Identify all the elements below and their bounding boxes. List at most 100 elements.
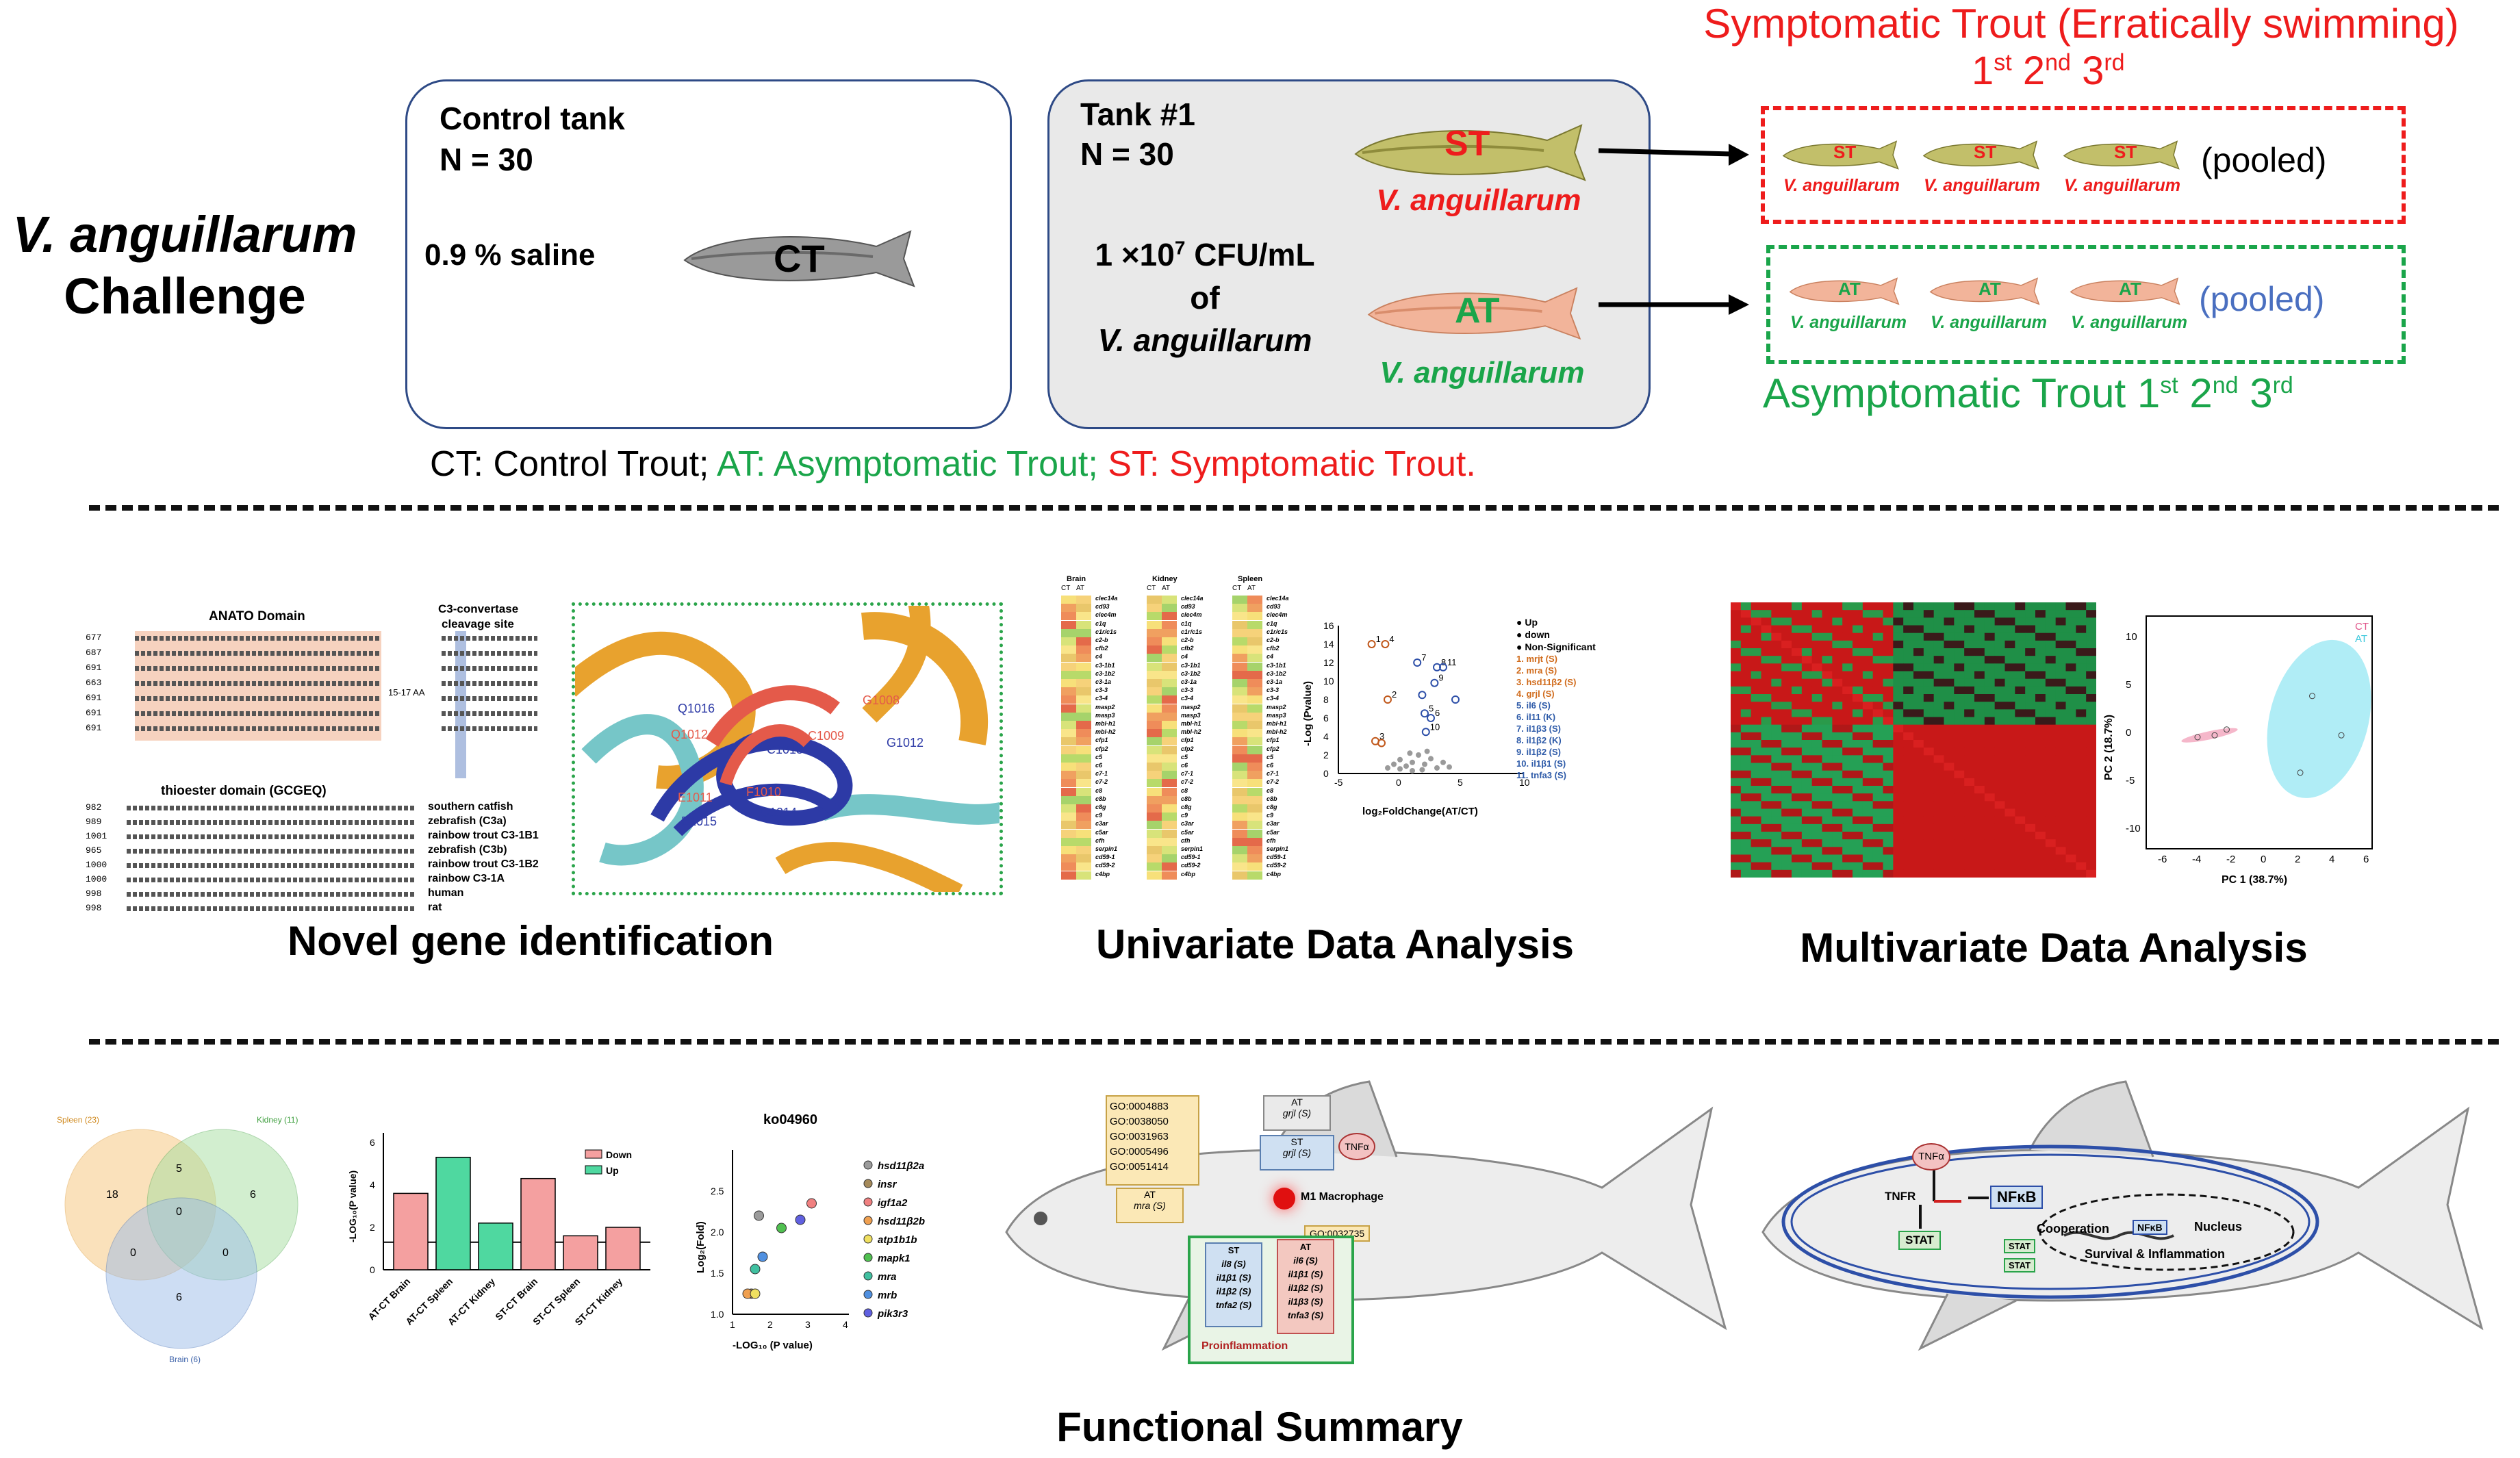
corr-cell [1751, 793, 1761, 802]
corr-cell [1893, 732, 1904, 741]
corr-cell [1964, 847, 1975, 855]
corr-cell [1801, 816, 1813, 825]
corr-cell [2045, 755, 2057, 763]
corr-cell [1842, 717, 1853, 726]
volcano-point-label: 1 [1376, 634, 1381, 644]
anato-seq-block [135, 681, 381, 686]
corr-cell [2045, 740, 2057, 748]
heatmap-cell [1247, 871, 1262, 880]
heatmap-gene-label: c3ar [1267, 820, 1280, 828]
heatmap-cell [1232, 679, 1247, 687]
heatmap-cell [1147, 604, 1162, 613]
corr-cell [1883, 724, 1894, 733]
corr-cell [1801, 686, 1813, 695]
bar [520, 1177, 556, 1270]
corr-cell [1933, 617, 1944, 626]
corr-cell [2055, 770, 2066, 779]
thio-seq-number: 1001 [86, 831, 107, 841]
st-fish-label: ST [1444, 124, 1490, 164]
corr-cell [1903, 625, 1914, 634]
corr-cell [2035, 755, 2046, 763]
corr-cell [1923, 808, 1935, 817]
corr-cell [2086, 602, 2096, 611]
corr-cell [1933, 862, 1944, 871]
at-grjl-label: AT [1291, 1097, 1303, 1108]
volcano-point-label: 6 [1435, 708, 1440, 718]
corr-cell [1761, 763, 1772, 771]
corr-cell [1893, 724, 1904, 733]
st-pool-fish-row: ST ST ST V. anguillarum V. anguillarum V… [1773, 133, 2198, 209]
corr-cell [1913, 839, 1924, 847]
corr-cell [1771, 786, 1782, 794]
species-label: zebrafish (C3a) [428, 815, 507, 827]
corr-cell [2065, 793, 2076, 802]
corr-cell [1853, 755, 1863, 763]
corr-cell [1923, 632, 1935, 641]
corr-cell [2025, 617, 2036, 626]
corr-cell [1923, 724, 1935, 733]
corr-cell [2004, 793, 2015, 802]
corr-cell [1761, 610, 1772, 618]
heatmap-cell [1247, 712, 1262, 721]
heatmap-cell [1147, 771, 1162, 780]
corr-cell [1872, 778, 1883, 786]
control-tank-title: Control tank [440, 101, 625, 136]
corr-cell [1731, 610, 1742, 618]
heatmap-cell [1232, 612, 1247, 621]
corr-cell [1954, 847, 1965, 855]
corr-cell [2045, 686, 2057, 695]
corr-cell [1872, 702, 1883, 710]
corr-cell [1923, 656, 1935, 664]
corr-cell [1883, 869, 1894, 878]
protein-structure-image [575, 606, 1000, 892]
corr-cell [1792, 763, 1803, 771]
corr-cell [1994, 816, 2005, 825]
corr-cell [2004, 724, 2015, 733]
corr-cell [1903, 869, 1914, 878]
corr-cell [2076, 702, 2087, 710]
corr-cell [1954, 862, 1965, 871]
corr-cell [1822, 839, 1833, 847]
tissue-col-label: AT [1247, 585, 1256, 592]
macrophage-dot [1273, 1188, 1295, 1210]
corr-cell [1832, 854, 1843, 863]
corr-cell [1933, 778, 1944, 786]
corr-cell [1842, 602, 1853, 611]
corr-cell [2035, 793, 2046, 802]
corr-cell [1984, 747, 1996, 756]
corr-cell [1872, 694, 1883, 702]
corr-cell [1944, 747, 1955, 756]
corr-cell [1913, 755, 1924, 763]
corr-cell [1872, 656, 1883, 664]
heatmap-cell [1247, 612, 1262, 621]
pca-x-tick: 0 [2261, 854, 2266, 865]
corr-cell [1832, 632, 1843, 641]
corr-cell [1954, 617, 1965, 626]
heatmap-cell [1061, 771, 1076, 780]
corr-cell [1933, 847, 1944, 855]
corr-cell [1984, 671, 1996, 680]
bar-y-tick: 6 [370, 1137, 375, 1148]
corr-cell [2086, 610, 2096, 618]
corr-cell [2065, 663, 2076, 672]
corr-cell [2076, 610, 2087, 618]
species-label: rat [428, 901, 442, 913]
corr-cell [2086, 778, 2096, 786]
corr-cell [1984, 686, 1996, 695]
volcano-x-label: log₂FoldChange(AT/CT) [1362, 806, 1478, 817]
pca-frame [2146, 615, 2373, 849]
heatmap-cell [1162, 670, 1177, 679]
corr-cell [1801, 786, 1813, 794]
heatmap-cell [1147, 821, 1162, 830]
corr-cell [1913, 801, 1924, 809]
kegg-legend-swatch [863, 1253, 873, 1262]
volcano-point-up [1451, 695, 1460, 704]
heatmap-gene-label: c3-1b1 [1095, 661, 1115, 669]
corr-cell [2086, 862, 2096, 871]
volcano-y-tick: 0 [1323, 768, 1329, 779]
corr-cell [1984, 663, 1996, 672]
corr-cell [2025, 778, 2036, 786]
at-pool-label-2: AT [1978, 279, 2001, 299]
kegg-legend-label: mapk1 [878, 1253, 911, 1264]
corr-cell [1811, 617, 1822, 626]
